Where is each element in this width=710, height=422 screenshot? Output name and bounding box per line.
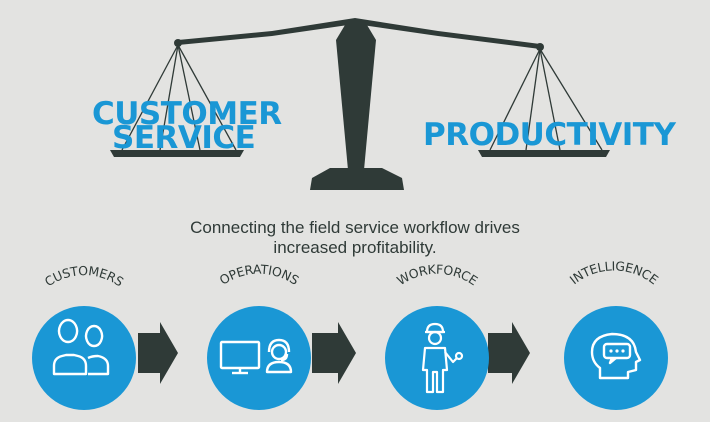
customer-label: CUSTOMER [92, 96, 282, 132]
right-pan [478, 150, 610, 157]
operations-icon [219, 338, 293, 375]
customers-icon [52, 318, 110, 376]
tagline: Connecting the field service workflow dr… [150, 218, 560, 258]
right-pan-strings [489, 48, 603, 151]
productivity-label: PRODUCTIVITY [423, 117, 676, 153]
workforce-icon [421, 322, 464, 394]
balance-scale [110, 18, 610, 190]
workforce-circle [385, 306, 489, 410]
operations-circle [207, 306, 311, 410]
service-label: SERVICE [112, 120, 256, 156]
right-beam-end [536, 43, 544, 51]
step-label-intelligence: INTELLIGENCE [567, 258, 662, 287]
customers-circle [32, 306, 136, 410]
intelligence-icon [590, 332, 642, 380]
left-beam-end [174, 39, 182, 47]
scale-base [310, 168, 404, 190]
arrow-2 [312, 322, 356, 384]
scale-pillar [336, 20, 376, 170]
arrow-1 [138, 322, 178, 384]
arrow-3 [488, 322, 530, 384]
tagline-line1: Connecting the field service workflow dr… [190, 218, 520, 237]
left-pan [110, 150, 244, 157]
intelligence-circle [564, 306, 668, 410]
left-pan-strings [121, 44, 237, 151]
tagline-line2: increased profitability. [273, 238, 437, 257]
